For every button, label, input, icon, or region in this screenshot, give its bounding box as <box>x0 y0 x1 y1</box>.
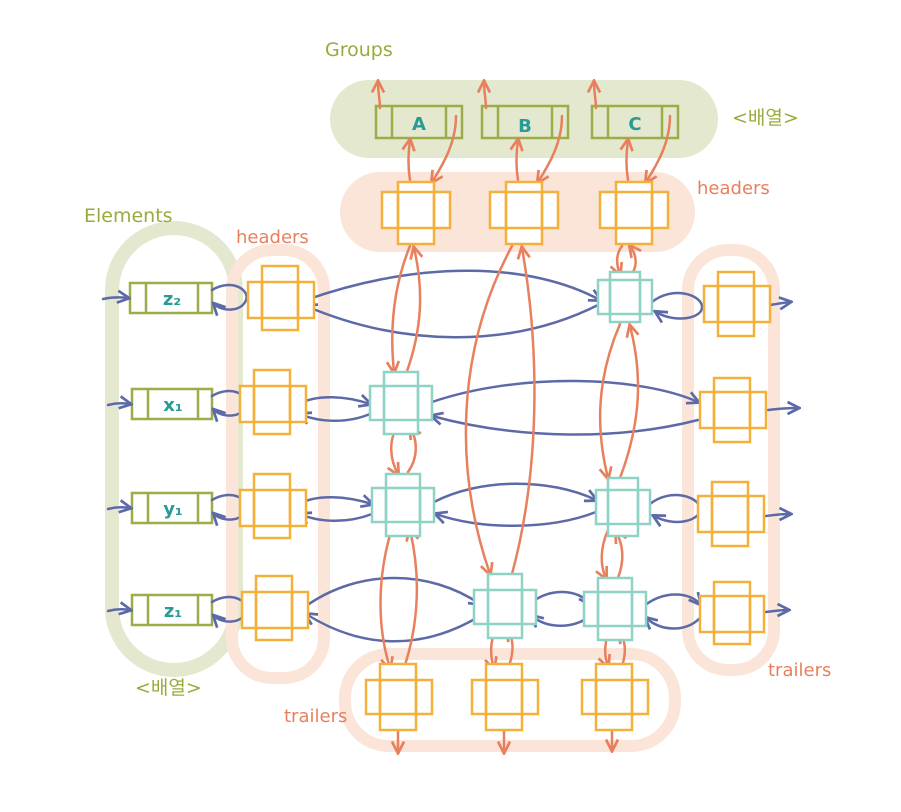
column-links <box>378 82 672 752</box>
row-in-arrow <box>101 297 128 299</box>
row-out-arrow <box>764 514 790 516</box>
row-trailer-node <box>698 376 768 444</box>
data-node <box>582 576 648 642</box>
column-link <box>602 528 610 578</box>
row-link <box>432 482 596 504</box>
column-link <box>402 530 417 670</box>
column-link <box>392 244 412 372</box>
row-link <box>296 397 370 404</box>
data-node <box>368 370 434 436</box>
trailer-node-c <box>580 662 650 732</box>
headers-label-top: headers <box>697 178 770 199</box>
trailer-node-a <box>364 662 434 732</box>
row-header-node <box>238 472 308 540</box>
column-link <box>510 248 536 576</box>
row-header-node <box>246 264 316 332</box>
row-link <box>304 576 480 608</box>
data-node <box>370 472 436 538</box>
element-label-x1: x₁ <box>163 395 183 416</box>
trailers-label-bottom: trailers <box>284 706 347 727</box>
row-in-arrow <box>106 507 130 509</box>
row-trailer-node <box>702 270 772 338</box>
element-array: z₂ x₁ y₁ z₁ <box>128 281 214 627</box>
data-node <box>594 476 652 538</box>
array-label-top: <배열> <box>732 107 799 129</box>
elements-label: Elements <box>84 205 173 227</box>
column-link <box>616 532 622 580</box>
element-cell-y1: y₁ <box>130 491 214 525</box>
row-link <box>646 618 702 629</box>
row-link <box>296 497 372 504</box>
column-link <box>409 140 411 182</box>
row-links <box>101 269 798 643</box>
element-cell-z2: z₂ <box>128 281 214 315</box>
header-trailer-nodes <box>238 180 772 732</box>
row-link <box>300 514 374 521</box>
column-out-arrow <box>378 82 380 110</box>
element-label-z2: z₂ <box>163 289 181 310</box>
row-link <box>300 414 372 421</box>
column-link <box>627 140 629 182</box>
row-loop <box>532 616 592 626</box>
trailer-node-b <box>470 662 540 732</box>
row-loop <box>528 590 590 604</box>
row-out-arrow <box>766 408 798 410</box>
row-link <box>642 595 700 607</box>
element-cell-x1: x₁ <box>130 387 214 421</box>
column-link <box>618 326 638 480</box>
headers-label-left: headers <box>236 227 309 248</box>
column-link <box>600 322 622 478</box>
left-headers-band <box>226 244 330 684</box>
array-label-bottom: <배열> <box>135 677 202 699</box>
group-cell-c: C <box>590 104 680 140</box>
group-label-a: A <box>412 114 426 135</box>
data-nodes <box>368 270 654 642</box>
column-link <box>404 248 420 376</box>
row-out-arrow <box>768 302 790 305</box>
column-out-arrow <box>484 82 486 110</box>
data-node <box>596 270 654 324</box>
column-link <box>464 244 514 574</box>
group-cell-a: A <box>374 104 464 140</box>
row-header-node <box>240 574 310 642</box>
column-link <box>646 114 672 182</box>
header-node-a <box>380 180 452 246</box>
row-loop <box>650 291 704 319</box>
header-node-b <box>488 180 560 246</box>
row-trailer-node <box>696 480 766 548</box>
row-in-arrow <box>106 403 130 405</box>
column-link <box>432 114 458 182</box>
column-link <box>538 114 564 182</box>
trailers-label-right: trailers <box>768 660 831 681</box>
row-link <box>304 269 600 300</box>
column-out-arrow <box>594 82 596 110</box>
row-header-node <box>238 368 308 436</box>
groups-label: Groups <box>325 39 393 61</box>
right-trailers-band <box>682 244 780 676</box>
group-array: A B C <box>374 104 680 140</box>
group-cell-b: B <box>480 104 570 140</box>
element-label-z1: z₁ <box>164 601 182 622</box>
element-label-y1: y₁ <box>163 499 183 520</box>
row-link <box>436 512 598 527</box>
row-in-arrow <box>106 609 130 611</box>
row-link <box>430 379 698 402</box>
row-link <box>306 614 482 643</box>
header-node-c <box>598 180 670 246</box>
group-label-b: B <box>518 116 532 137</box>
row-loop <box>210 283 248 310</box>
row-link <box>306 302 602 339</box>
group-label-c: C <box>628 114 641 135</box>
column-link <box>517 140 519 182</box>
row-link <box>432 416 700 436</box>
data-node <box>472 572 538 640</box>
element-cell-z1: z₁ <box>130 593 214 627</box>
row-out-arrow <box>764 610 788 612</box>
column-link <box>379 526 393 668</box>
row-trailer-node <box>698 580 766 646</box>
